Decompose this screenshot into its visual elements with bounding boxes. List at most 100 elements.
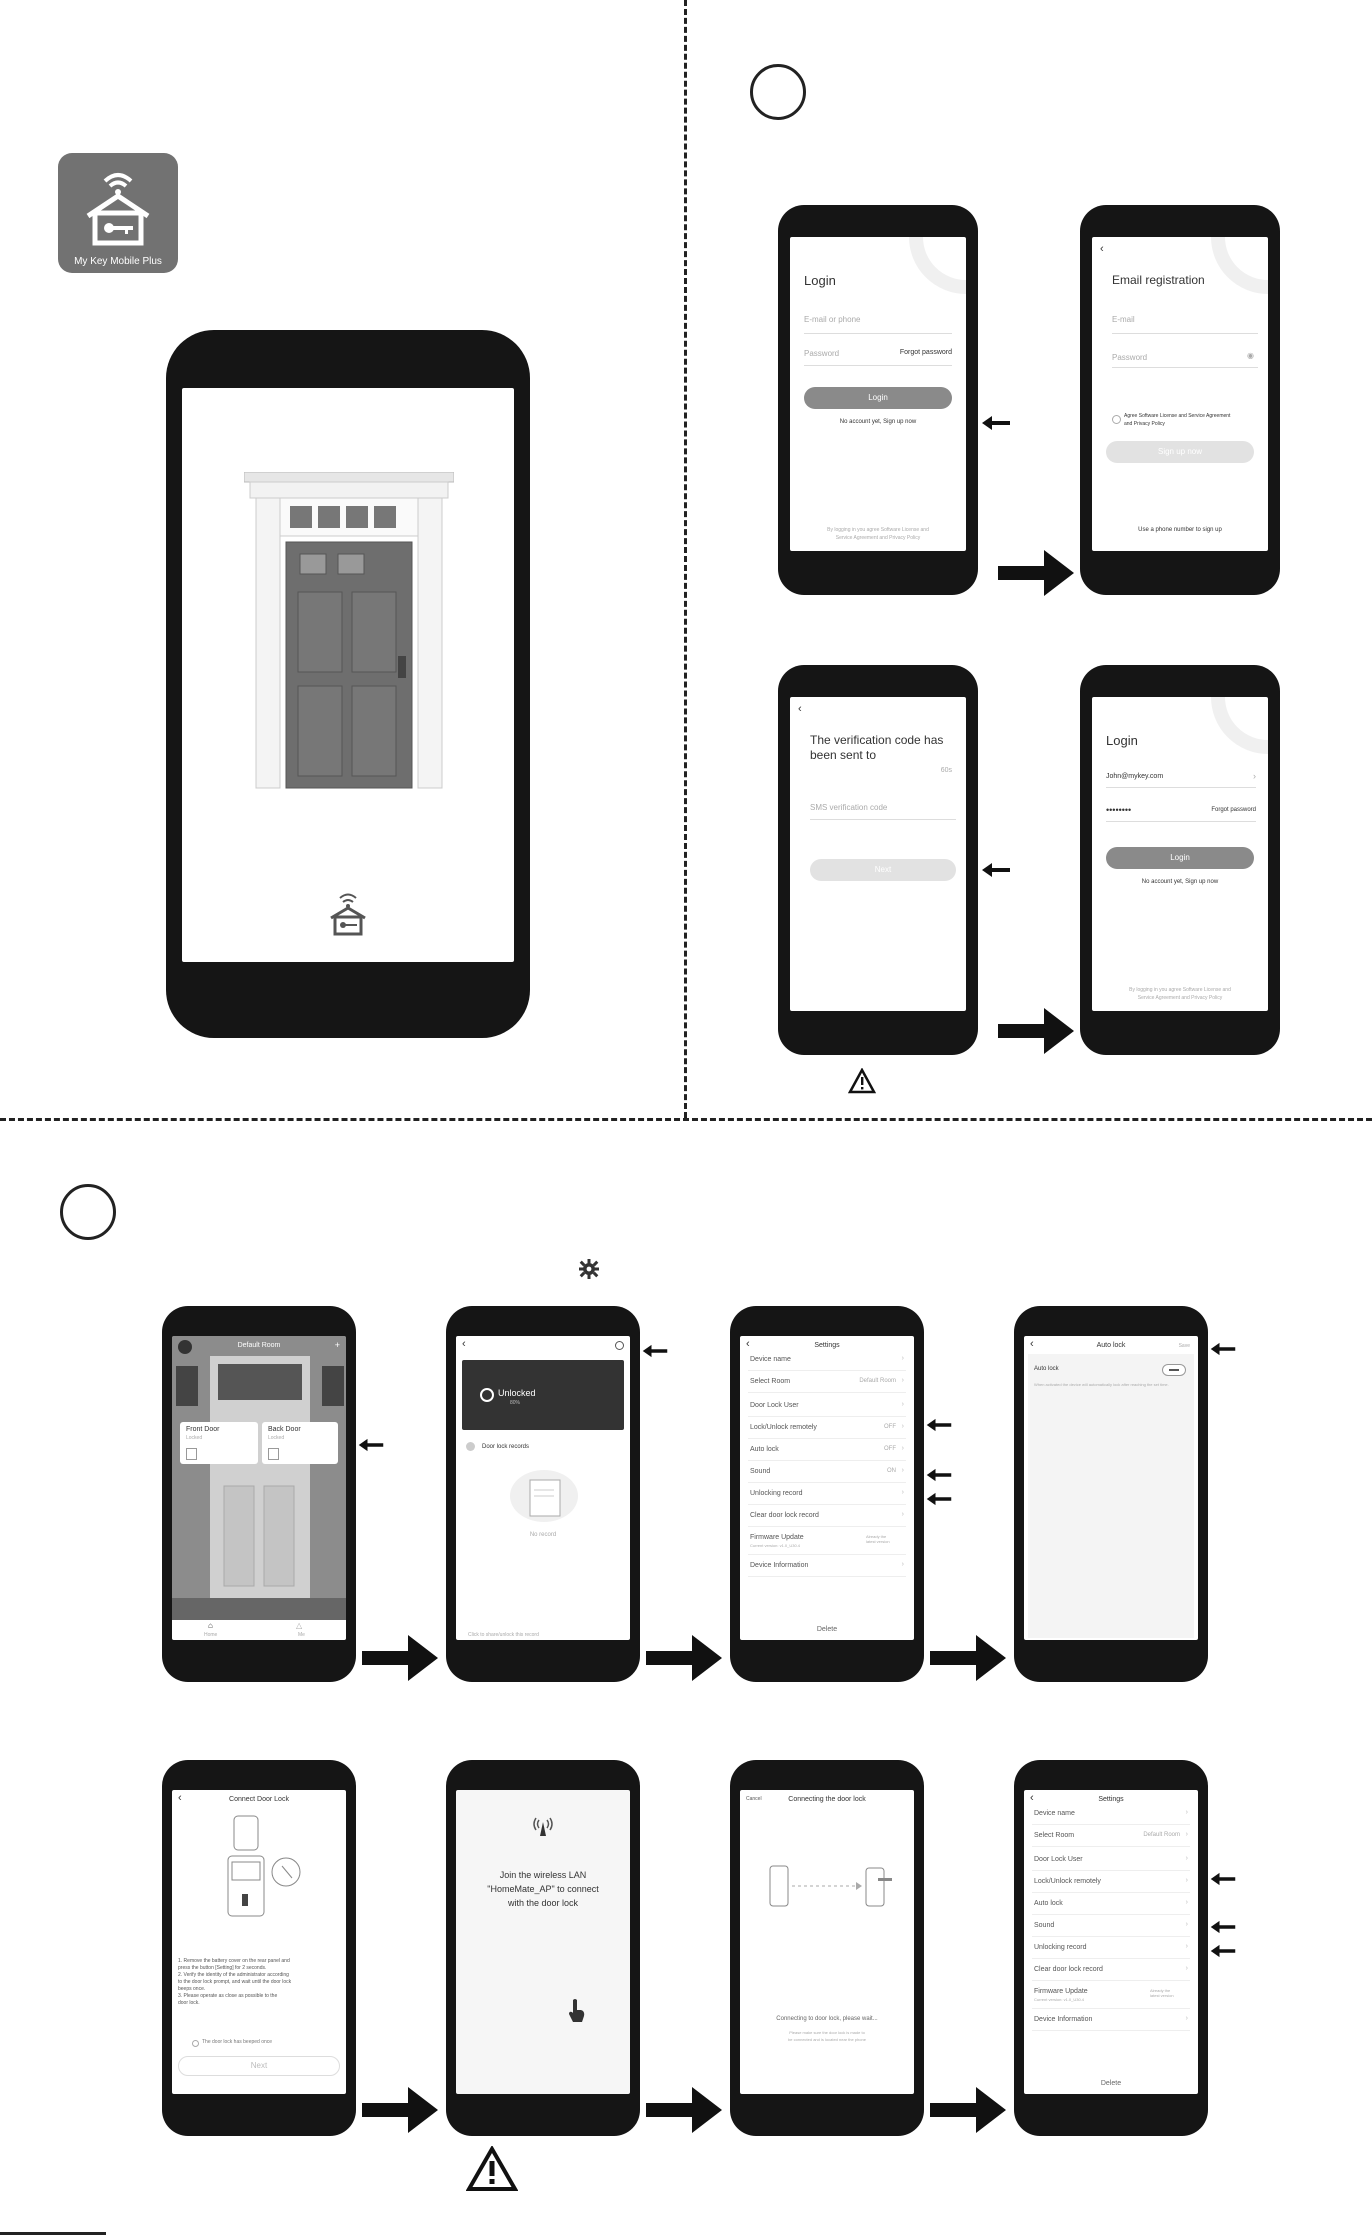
flow-arrow-icon: [930, 1635, 1006, 1681]
setting-unlocking-record[interactable]: Unlocking record›: [748, 1484, 906, 1505]
setting-auto-lock[interactable]: Auto lock›: [1032, 1894, 1190, 1915]
password-input[interactable]: Password: [804, 349, 840, 358]
setting-unlocking-record[interactable]: Unlocking record›: [1032, 1938, 1190, 1959]
agree-checkbox[interactable]: [1112, 415, 1121, 424]
verification-phone: ‹ The verification code has been sent to…: [778, 665, 978, 1055]
back-icon[interactable]: ‹: [798, 703, 802, 715]
next-button[interactable]: Next: [810, 859, 956, 881]
connecting-screen: Cancel Connecting the door lock Connecti…: [740, 1790, 914, 2094]
pointer-arrow-icon: [982, 863, 1010, 877]
beeped-checkbox[interactable]: [192, 2040, 199, 2047]
email-input[interactable]: E-mail: [1112, 315, 1135, 324]
keypad-icon: [186, 1448, 197, 1460]
lock-card-back[interactable]: Back Door Locked: [262, 1422, 338, 1464]
step-line: 3. Please operate as close as possible t…: [178, 1993, 278, 1999]
lock-card-front[interactable]: Front Door Locked: [180, 1422, 258, 1464]
delete-button[interactable]: Delete: [1100, 2080, 1122, 2087]
setting-clear-record[interactable]: Clear door lock record›: [1032, 1960, 1190, 1981]
tab-me[interactable]: Me: [298, 1632, 305, 1638]
back-icon[interactable]: ‹: [746, 1338, 750, 1350]
tab-home[interactable]: Home: [204, 1632, 218, 1638]
setting-door-lock-user[interactable]: Door Lock User›: [748, 1396, 906, 1417]
auto-lock-screen: ‹ Auto lock Save Auto lock When activate…: [1024, 1336, 1198, 1640]
email-value[interactable]: John@mykey.com: [1106, 773, 1164, 780]
connect-next-button[interactable]: Next: [178, 2056, 340, 2076]
email-reg-title: Email registration: [1112, 273, 1205, 287]
sign-up-button[interactable]: Sign up now: [1106, 441, 1254, 463]
password-value[interactable]: ••••••••: [1106, 805, 1132, 815]
beeped-label: The door lock has beeped once: [202, 2039, 273, 2045]
eye-icon[interactable]: ◉: [1247, 351, 1254, 360]
chevron-right-icon: ›: [901, 1377, 904, 1384]
card-status: Locked: [186, 1435, 203, 1441]
back-icon[interactable]: ‹: [1030, 1338, 1034, 1350]
setting-door-lock-user[interactable]: Door Lock User›: [1032, 1850, 1190, 1871]
flow-arrow-icon: [362, 2087, 438, 2133]
cancel-button[interactable]: Cancel: [746, 1796, 762, 1802]
setting-device-info[interactable]: Device Information›: [1032, 2010, 1190, 2031]
account-input[interactable]: E-mail or phone: [804, 315, 861, 324]
house-key-wifi-icon: [86, 173, 150, 246]
settings-icon[interactable]: [615, 1341, 624, 1350]
connect-title: Connect Door Lock: [229, 1796, 289, 1803]
lock-status-card[interactable]: Unlocked 80%: [462, 1360, 624, 1430]
pointer-arrow-icon: [926, 1468, 952, 1482]
reg-password-input[interactable]: Password: [1112, 353, 1148, 362]
sms-code-input[interactable]: SMS verification code: [810, 803, 888, 812]
connecting-message: Connecting to door lock, please wait...: [776, 2016, 878, 2022]
flow-arrow-icon: [998, 550, 1074, 596]
setting-label: Clear door lock record: [750, 1512, 819, 1519]
back-icon[interactable]: ‹: [462, 1338, 466, 1350]
forgot-password-link[interactable]: Forgot password: [899, 349, 952, 356]
setting-device-name[interactable]: Device name›: [1032, 1804, 1190, 1825]
back-icon[interactable]: ‹: [1030, 1792, 1034, 1804]
setting-device-info[interactable]: Device Information›: [748, 1556, 906, 1577]
setting-clear-record[interactable]: Clear door lock record›: [748, 1506, 906, 1527]
connecting-note-1: Please make sure the door lock is made t…: [789, 2030, 865, 2035]
chevron-right-icon: ›: [1253, 771, 1256, 781]
setting-sound[interactable]: Sound›: [1032, 1916, 1190, 1937]
add-icon[interactable]: +: [334, 1340, 340, 1350]
delete-button[interactable]: Delete: [816, 1626, 838, 1633]
join-line-2: "HomeMate_AP" to connect: [487, 1884, 599, 1894]
pointer-arrow-icon: [642, 1344, 668, 1358]
setting-label: Door Lock User: [750, 1402, 799, 1409]
connect-lock-screen: ‹ Connect Door Lock 1. Remove the batter…: [172, 1790, 346, 2094]
auto-lock-toggle[interactable]: [1162, 1364, 1186, 1376]
setting-remote[interactable]: Lock/Unlock remotely›: [1032, 1872, 1190, 1893]
save-button[interactable]: Save: [1178, 1343, 1190, 1349]
agree-text-2: and Privacy Policy: [1124, 421, 1165, 427]
setting-value: Already the latest version: [866, 1534, 890, 1544]
forgot-password-link[interactable]: Forgot password: [1211, 807, 1256, 813]
avatar[interactable]: [178, 1340, 192, 1354]
email-registration-screen: ‹ Email registration E-mail Password ◉ A…: [1092, 237, 1268, 551]
auto-lock-panel: Auto lock When activated the device will…: [1028, 1354, 1194, 1638]
setting-label: Device name: [750, 1356, 791, 1363]
app-logo-icon: [330, 893, 366, 936]
setting-device-name[interactable]: Device name ›: [748, 1350, 906, 1371]
use-phone-link[interactable]: Use a phone number to sign up: [1138, 527, 1222, 533]
signup-link[interactable]: No account yet, Sign up now: [839, 419, 917, 425]
signup-link[interactable]: No account yet, Sign up now: [1141, 879, 1219, 885]
pointer-arrow-icon: [982, 416, 1010, 430]
login-title: Login: [1106, 733, 1138, 748]
back-icon[interactable]: ‹: [178, 1792, 182, 1804]
setting-label: Door Lock User: [1034, 1856, 1083, 1863]
login-button[interactable]: Login: [1106, 847, 1254, 869]
room-title[interactable]: Default Room: [237, 1342, 281, 1349]
back-icon[interactable]: ‹: [1100, 243, 1104, 255]
login-button[interactable]: Login: [804, 387, 952, 409]
app-icon[interactable]: My Key Mobile Plus: [58, 153, 178, 273]
decor-arc-icon: [1211, 237, 1268, 294]
chevron-right-icon: ›: [901, 1355, 904, 1362]
